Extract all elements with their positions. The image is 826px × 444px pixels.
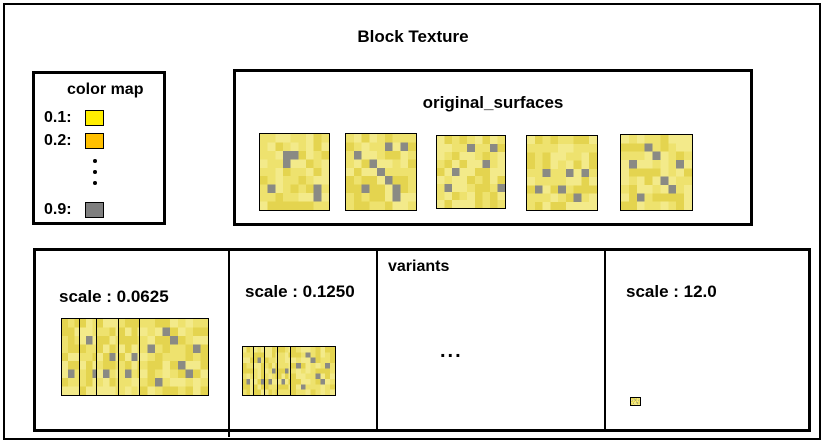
texture-pixels xyxy=(437,136,505,208)
surface-texture-2 xyxy=(345,133,417,211)
color-swatch-0.2 xyxy=(85,133,104,149)
original-surfaces-title: original_surfaces xyxy=(422,93,564,112)
color-map-box: color map 0.1: 0.2: 0.9: xyxy=(32,71,166,225)
ellipsis-dot xyxy=(93,170,97,174)
texture-pixels xyxy=(621,135,692,210)
color-map-label-0.2: 0.2: xyxy=(44,132,72,149)
scale-label-12.0: scale : 12.0 xyxy=(626,282,717,301)
ellipsis-dot xyxy=(93,159,97,163)
scale-label-0.0625: scale : 0.0625 xyxy=(59,287,169,306)
color-map-label-0.1: 0.1: xyxy=(44,109,72,126)
ellipsis-dot xyxy=(93,181,97,185)
variant-texture xyxy=(139,318,209,396)
variant-texture-tiny xyxy=(630,397,641,406)
diagram-title: Block Texture xyxy=(357,27,469,46)
texture-pixels xyxy=(346,134,416,210)
divider-line xyxy=(604,249,606,431)
texture-pixels xyxy=(527,136,597,210)
divider-line xyxy=(228,249,230,437)
variants-title: variants xyxy=(388,258,450,275)
variants-ellipsis: ... xyxy=(440,340,463,362)
outer-frame xyxy=(3,3,821,440)
texture-pixels xyxy=(260,134,329,210)
color-swatch-0.1 xyxy=(85,110,104,126)
divider-line xyxy=(376,249,378,431)
texture-pixels xyxy=(631,398,640,405)
color-map-label-0.9: 0.9: xyxy=(44,201,72,218)
texture-pixels xyxy=(291,347,335,395)
texture-pixels xyxy=(140,319,208,395)
surface-texture-5 xyxy=(620,134,693,211)
scale-label-0.1250: scale : 0.1250 xyxy=(245,282,355,301)
variants-box xyxy=(33,248,811,432)
surface-texture-4 xyxy=(526,135,598,211)
color-map-title: color map xyxy=(67,81,144,98)
color-swatch-0.9 xyxy=(85,202,104,218)
surface-texture-3 xyxy=(436,135,506,209)
variant-texture xyxy=(290,346,336,396)
surface-texture-1 xyxy=(259,133,330,211)
